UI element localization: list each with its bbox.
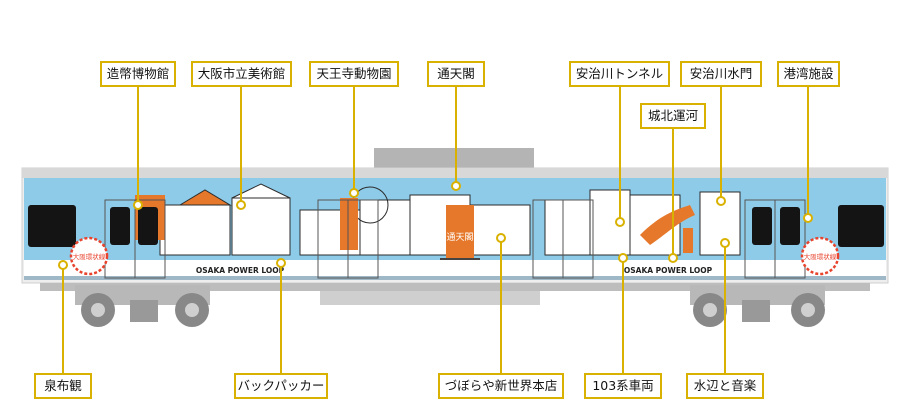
leader-dots <box>58 181 813 270</box>
label-bijutsukan: 大阪市立美術館 <box>191 61 292 87</box>
doors <box>104 199 806 279</box>
label-mizube: 水辺と音楽 <box>686 373 764 399</box>
logo-front: 大阪環状線 <box>69 236 109 276</box>
lower-blue-strip <box>24 276 886 280</box>
tower-sign: 通天閣 <box>446 232 473 243</box>
label-doubutsuen: 天王寺動物園 <box>309 61 399 87</box>
bogie-front <box>75 285 210 327</box>
lower-band <box>24 260 886 278</box>
label-ajikawa-tunnel: 安治川トンネル <box>569 61 670 87</box>
underfloor-box <box>320 291 540 305</box>
loop-name-rear: OSAKA POWER LOOP <box>624 266 713 275</box>
label-zubora: づぼらや新世界本店 <box>438 373 564 399</box>
loop-name-front: OSAKA POWER LOOP <box>196 266 285 275</box>
logo-text-rear: 大阪環状線 <box>804 252 837 261</box>
windows <box>28 205 884 247</box>
roof-unit <box>374 148 534 168</box>
logo-text-front: 大阪環状線 <box>73 252 106 261</box>
logo-rear: 大阪環状線 <box>800 236 840 276</box>
underframe <box>40 283 870 291</box>
bogie-rear <box>690 285 825 327</box>
label-tsutenkaku: 通天閣 <box>427 61 485 87</box>
label-ajikawa-suimon: 安治川水門 <box>680 61 762 87</box>
tsutenkaku-tower: 通天閣 <box>440 205 480 264</box>
label-car103: 103系車両 <box>584 373 662 399</box>
label-backpacker: バックパッカー <box>234 373 328 399</box>
label-senpukan: 泉布観 <box>34 373 92 399</box>
label-zouhei: 造幣博物館 <box>100 61 176 87</box>
leader-lines <box>62 86 809 373</box>
label-kouwan: 港湾施設 <box>777 61 840 87</box>
label-johoku: 城北運河 <box>640 103 706 129</box>
